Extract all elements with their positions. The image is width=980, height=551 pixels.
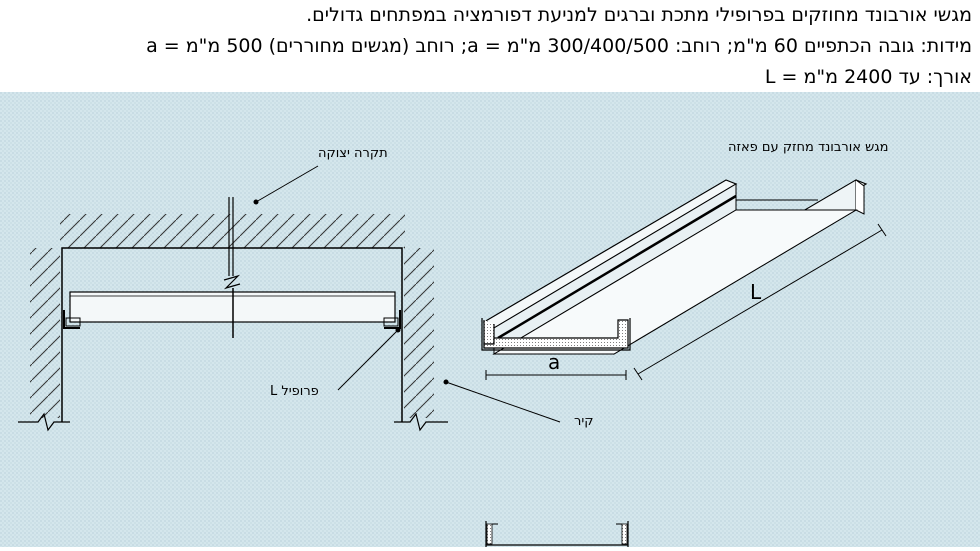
- tray-end-cap: [855, 179, 865, 215]
- l-profile-leader-dot: [395, 327, 401, 333]
- bottom-profile: [485, 521, 629, 547]
- dim-l-label: L: [750, 280, 762, 304]
- right-l-profile-detail: [383, 317, 399, 327]
- bottom-profile-outline: [485, 521, 629, 547]
- ceiling-leader-dot: [253, 199, 259, 205]
- dim-l-line: [637, 229, 883, 375]
- diagram-area: תקרה יצוקה פרופיל L קיר מגש אורבונד מחזק…: [0, 92, 980, 547]
- room-outline: [61, 247, 403, 422]
- dim-l-tick-start: [633, 367, 643, 381]
- hanger-break: [223, 274, 241, 290]
- dimensions-line: מידות: גובה הכתפיים 60 מ"מ; רוחב: 300/40…: [146, 35, 972, 57]
- tray-left-inner-edge: [497, 194, 737, 340]
- left-l-profile-detail: [65, 317, 81, 327]
- left-wall-hatch: [30, 248, 60, 418]
- right-wall-hatch: [404, 248, 434, 418]
- ceiling-label: תקרה יצוקה: [318, 146, 388, 161]
- l-profile-label: פרופיל L: [270, 384, 319, 399]
- technical-drawing: [0, 92, 980, 547]
- isometric-tray: [481, 179, 887, 381]
- dim-a-label: a: [548, 350, 561, 374]
- front-section-outline: [481, 318, 631, 351]
- description-line: מגשי אורבונד מחוזקים בפרופילי מתכת וברגי…: [306, 4, 972, 26]
- wall-label: קיר: [574, 414, 594, 429]
- ceiling-leader: [255, 165, 319, 203]
- wall-leader: [445, 381, 561, 423]
- left-break-line: [18, 412, 70, 432]
- wall-leader-dot: [443, 379, 449, 385]
- front-section-base: [483, 319, 629, 349]
- front-section-left: [483, 320, 495, 345]
- bottom-profile-left-core: [486, 523, 493, 545]
- tray-bottom: [492, 209, 858, 355]
- header: מגשי אורבונד מחוזקים בפרופילי מתכת וברגי…: [0, 0, 980, 92]
- length-line: אורך: עד 2400 מ"מ = L: [764, 66, 972, 88]
- dim-l-tick-end: [877, 223, 887, 237]
- l-profile-leader: [337, 329, 399, 391]
- right-l-profile: [384, 310, 401, 329]
- bottom-profile-right-core: [621, 523, 628, 545]
- cross-section: [18, 165, 561, 432]
- right-break-line: [394, 412, 448, 432]
- left-l-profile: [63, 310, 80, 329]
- tray-label: מגש אורבונד מחזק עם פאזה: [728, 140, 889, 155]
